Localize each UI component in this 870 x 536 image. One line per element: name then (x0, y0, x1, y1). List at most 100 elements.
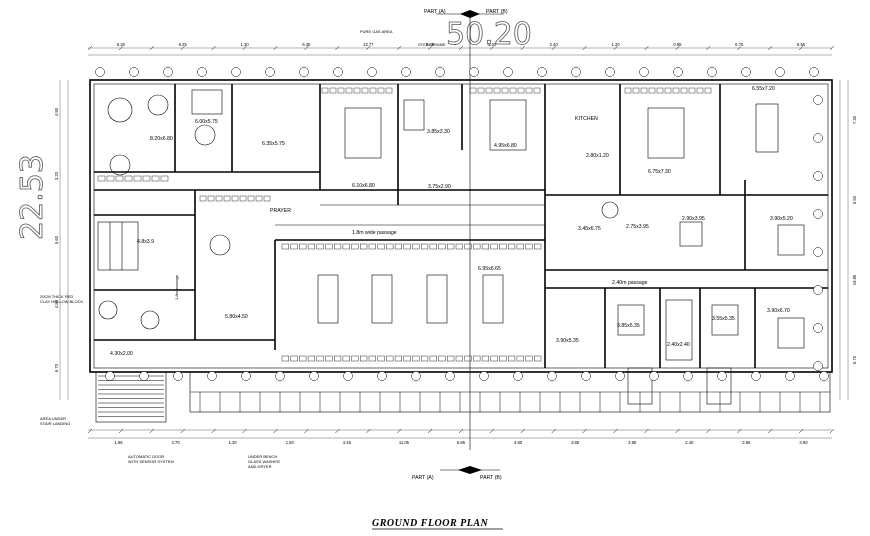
dimension-value: 6.70 (54, 363, 59, 372)
column-marker (95, 67, 105, 77)
column-marker (469, 67, 479, 77)
column-marker (813, 361, 823, 371)
room-3: 6.00x5.75 (195, 119, 218, 125)
dimension-value: 6.55 (797, 42, 806, 47)
dimension-value: 1.50 (286, 440, 295, 445)
dimension-value: 2.40 (685, 440, 694, 445)
column-grid-markers (95, 67, 829, 381)
column-marker (673, 67, 683, 77)
column-marker (571, 67, 581, 77)
room-8: 6.75x7.30 (648, 169, 671, 175)
column-marker (163, 67, 173, 77)
dimension-value: 4.45 (343, 440, 352, 445)
column-marker (581, 371, 591, 381)
column-marker (813, 323, 823, 333)
dimension-value: 4.70 (172, 440, 181, 445)
kitchen-label: KITCHEN (575, 116, 598, 122)
room-22: 3.90x5.35 (556, 338, 579, 344)
dimension-value: 2.40 (550, 42, 559, 47)
column-marker (707, 67, 717, 77)
dimension-value: 3.20 (54, 171, 59, 180)
dimension-value: 11.05 (399, 440, 410, 445)
column-marker (605, 67, 615, 77)
column-marker (139, 371, 149, 381)
column-marker (751, 371, 761, 381)
dimension-value: 1.65 (114, 440, 123, 445)
section-a-top: PART (A) (424, 9, 446, 15)
column-marker (275, 371, 285, 381)
column-marker (479, 371, 489, 381)
column-marker (377, 371, 387, 381)
dimension-value: 3.90 (799, 440, 808, 445)
dimension-value: 4.80 (54, 299, 59, 308)
section-b-bottom: PART (B) (480, 475, 502, 481)
room-16: 2.75x3.95 (626, 224, 649, 230)
dimension-value: 3.85 (628, 440, 637, 445)
column-marker (265, 67, 275, 77)
dimension-value: 3.80 (514, 440, 523, 445)
column-marker (231, 67, 241, 77)
column-marker (343, 371, 353, 381)
column-marker (819, 371, 829, 381)
overall-width-dim: 50.20 (446, 17, 532, 52)
column-marker (813, 209, 823, 219)
column-marker (639, 67, 649, 77)
dimension-value: 7.30 (852, 115, 857, 124)
column-marker (775, 67, 785, 77)
section-mark-top: PART (A) PART (B) (424, 9, 508, 450)
column-marker (309, 371, 319, 381)
prayer-label: PRAYER (270, 208, 291, 214)
room-6: 4.95x6.80 (494, 143, 517, 149)
room-14: 6.95x6.65 (478, 266, 501, 272)
room-labels: 8.20x6.80 6.35x5.75 6.00x5.75 6.10x6.80 … (110, 86, 793, 357)
dimension-value: 5.50 (852, 195, 857, 204)
room-18: 3.90x5.20 (770, 216, 793, 222)
room-2: 6.35x5.75 (262, 141, 285, 147)
pure-gas-area-note: PURE GAS AREA (360, 29, 393, 34)
dimension-value: 3.85 (426, 42, 435, 47)
dimension-value: 0.95 (673, 42, 682, 47)
column-marker (333, 67, 343, 77)
dimension-value: 6.70 (852, 355, 857, 364)
column-marker (537, 67, 547, 77)
column-marker (813, 95, 823, 105)
room-12: 5.80x4.50 (225, 314, 248, 320)
column-marker (207, 371, 217, 381)
column-marker (513, 371, 523, 381)
column-marker (173, 371, 183, 381)
dimension-value: 13.77 (363, 42, 374, 47)
column-marker (813, 133, 823, 143)
side-passage-label: 1.8m passage (174, 274, 179, 300)
dimension-value: 1.20 (612, 42, 621, 47)
column-marker (813, 247, 823, 257)
dimension-value: 1.20 (229, 440, 238, 445)
dimension-value: 19.86 (852, 274, 857, 285)
room-20: 3.55x5.35 (712, 316, 735, 322)
column-marker (547, 371, 557, 381)
room-4: 6.10x6.80 (352, 183, 375, 189)
column-marker (197, 67, 207, 77)
dimension-value: 4.90 (54, 107, 59, 116)
dimension-lines (59, 45, 849, 439)
section-b-top: PART (B) (486, 9, 508, 15)
dimension-value: 1.40 (488, 42, 497, 47)
column-marker (813, 171, 823, 181)
room-5: 3.85x3.30 (427, 129, 450, 135)
column-marker (741, 67, 751, 77)
room-7: 2.80x1.20 (586, 153, 609, 159)
room-19: 3.85x5.35 (617, 323, 640, 329)
room-21: 3.90x6.70 (767, 308, 790, 314)
dimension-value: 1.20 (241, 42, 250, 47)
column-marker (649, 371, 659, 381)
column-marker (683, 371, 693, 381)
furniture (97, 87, 805, 362)
column-marker (241, 371, 251, 381)
column-marker (785, 371, 795, 381)
column-marker (299, 67, 309, 77)
column-marker (105, 371, 115, 381)
dimension-value: 6.75 (735, 42, 744, 47)
column-marker (411, 371, 421, 381)
